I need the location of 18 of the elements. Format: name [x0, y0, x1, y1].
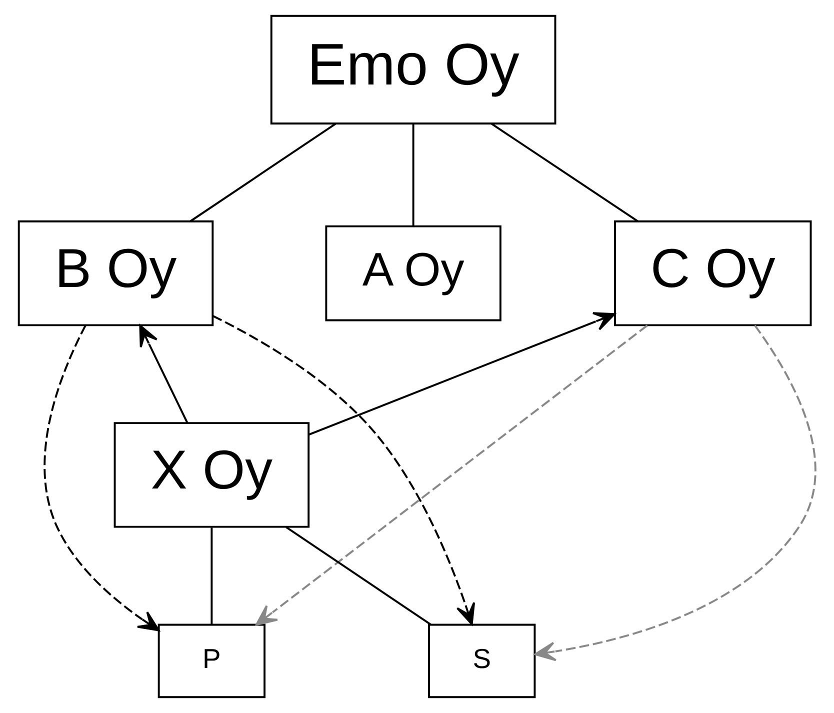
- node-box: A Oy: [324, 225, 501, 322]
- node-box: S: [428, 624, 536, 698]
- arrow: [308, 312, 615, 436]
- node-box: X Oy: [113, 422, 310, 528]
- node-box: C Oy: [614, 220, 812, 326]
- node-box: P: [157, 624, 265, 698]
- connector: [412, 124, 414, 226]
- connector: [210, 528, 212, 625]
- connector: [189, 122, 336, 222]
- connector: [490, 122, 638, 222]
- arrow: [534, 324, 816, 662]
- node-box: B Oy: [17, 220, 214, 326]
- arrow: [212, 315, 475, 626]
- node-box: Emo Oy: [270, 14, 556, 124]
- arrow: [138, 324, 188, 424]
- arrow: [254, 324, 648, 626]
- arrow: [43, 324, 160, 632]
- connector: [285, 526, 431, 626]
